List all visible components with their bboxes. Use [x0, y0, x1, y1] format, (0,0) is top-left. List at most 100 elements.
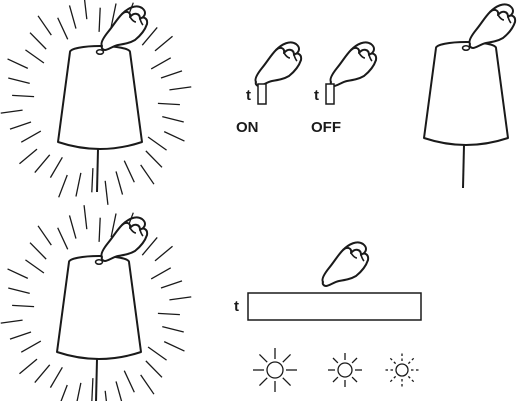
sun-ray: [258, 353, 268, 363]
glow-ray: [29, 242, 47, 260]
glow-ray: [98, 217, 101, 242]
sun-ray: [282, 377, 292, 387]
glow-ray: [110, 3, 117, 28]
lamp-glow-top: [0, 0, 192, 205]
glow-ray: [123, 160, 135, 183]
glow-ray: [169, 86, 192, 91]
on-label: ON: [236, 119, 259, 136]
glow-ray: [147, 346, 167, 361]
time-label-on: t: [246, 87, 251, 104]
glow-ray: [37, 15, 52, 36]
time-label-off: t: [314, 87, 319, 104]
glow-ray: [104, 390, 108, 401]
glow-ray: [49, 366, 63, 388]
glow-rays-icon: [0, 205, 192, 401]
glow-ray: [60, 384, 68, 401]
glow-ray: [20, 130, 42, 143]
glow-ray: [91, 168, 94, 193]
glow-ray: [163, 341, 185, 352]
glow-ray: [68, 215, 77, 239]
glow-ray: [68, 5, 77, 29]
glow-ray: [150, 57, 172, 70]
pointing-hand-icon[interactable]: [321, 241, 370, 287]
glow-ray: [83, 0, 88, 20]
glow-ray: [123, 370, 135, 393]
long-press-bar: [247, 292, 422, 321]
glow-ray: [12, 94, 35, 98]
touch-on-off-step: t t ON OFF: [236, 41, 378, 136]
glow-ray: [9, 331, 32, 340]
sun-ray: [407, 361, 411, 365]
glow-ray: [57, 17, 69, 40]
sun-ray: [332, 376, 339, 383]
sun-ray: [389, 357, 393, 361]
pointing-hand-icon[interactable]: [468, 3, 517, 49]
sun-ray: [332, 357, 339, 364]
short-press-bar-on: [257, 83, 267, 105]
table-lamp-icon: [57, 45, 143, 193]
glow-ray: [140, 374, 155, 395]
brightness-medium-icon: [328, 353, 362, 387]
glow-ray: [141, 27, 158, 46]
glow-ray: [7, 58, 29, 69]
glow-ray: [83, 205, 88, 230]
sun-ray: [389, 379, 393, 383]
glow-ray: [157, 312, 180, 316]
glow-ray: [98, 7, 101, 32]
glow-ray: [49, 156, 63, 178]
glow-ray: [9, 121, 32, 130]
glow-ray: [145, 150, 163, 168]
brightness-high-icon: [253, 348, 297, 392]
glow-ray: [160, 70, 183, 79]
glow-ray: [58, 174, 68, 198]
sun-ray: [282, 353, 292, 363]
sun-ray: [258, 377, 268, 387]
glow-ray: [162, 116, 184, 123]
glow-ray: [157, 102, 180, 106]
glow-ray: [154, 35, 173, 52]
lamp-glow-bottom: [0, 205, 192, 401]
glow-ray: [8, 77, 30, 84]
glow-ray: [57, 227, 69, 250]
glow-ray: [25, 49, 45, 64]
table-lamp-icon: [423, 41, 509, 189]
glow-ray: [19, 358, 38, 375]
glow-ray: [0, 319, 23, 324]
glow-ray: [91, 378, 94, 401]
glow-ray: [140, 164, 155, 185]
glow-ray: [0, 109, 23, 114]
glow-ray: [169, 296, 192, 301]
sun-core: [337, 362, 353, 378]
sun-ray: [411, 379, 415, 383]
sun-ray: [411, 357, 415, 361]
glow-ray: [160, 280, 183, 289]
short-press-bar-off: [325, 83, 335, 105]
glow-ray: [104, 180, 109, 205]
glow-ray: [25, 259, 45, 274]
glow-ray: [29, 32, 47, 50]
sun-ray: [407, 375, 411, 379]
pointing-hand-icon[interactable]: [254, 41, 303, 87]
glow-ray: [163, 131, 185, 142]
pointing-hand-icon[interactable]: [100, 5, 149, 51]
glow-ray: [8, 287, 30, 294]
glow-ray: [162, 326, 184, 333]
pointing-hand-icon[interactable]: [329, 41, 378, 87]
glow-ray: [154, 245, 173, 262]
glow-ray: [115, 171, 124, 195]
glow-ray: [110, 213, 117, 238]
glow-ray: [34, 154, 51, 173]
glow-ray: [12, 304, 35, 308]
glow-ray: [37, 225, 52, 246]
glow-ray: [141, 237, 158, 256]
glow-ray: [147, 136, 167, 151]
sun-ray: [393, 361, 397, 365]
glow-ray: [19, 148, 38, 165]
glow-ray: [145, 360, 163, 378]
sun-core: [395, 363, 409, 377]
brightness-low-icon: [385, 353, 419, 387]
glow-ray: [115, 381, 123, 401]
pointing-hand-icon[interactable]: [100, 216, 149, 262]
sun-ray: [393, 375, 397, 379]
